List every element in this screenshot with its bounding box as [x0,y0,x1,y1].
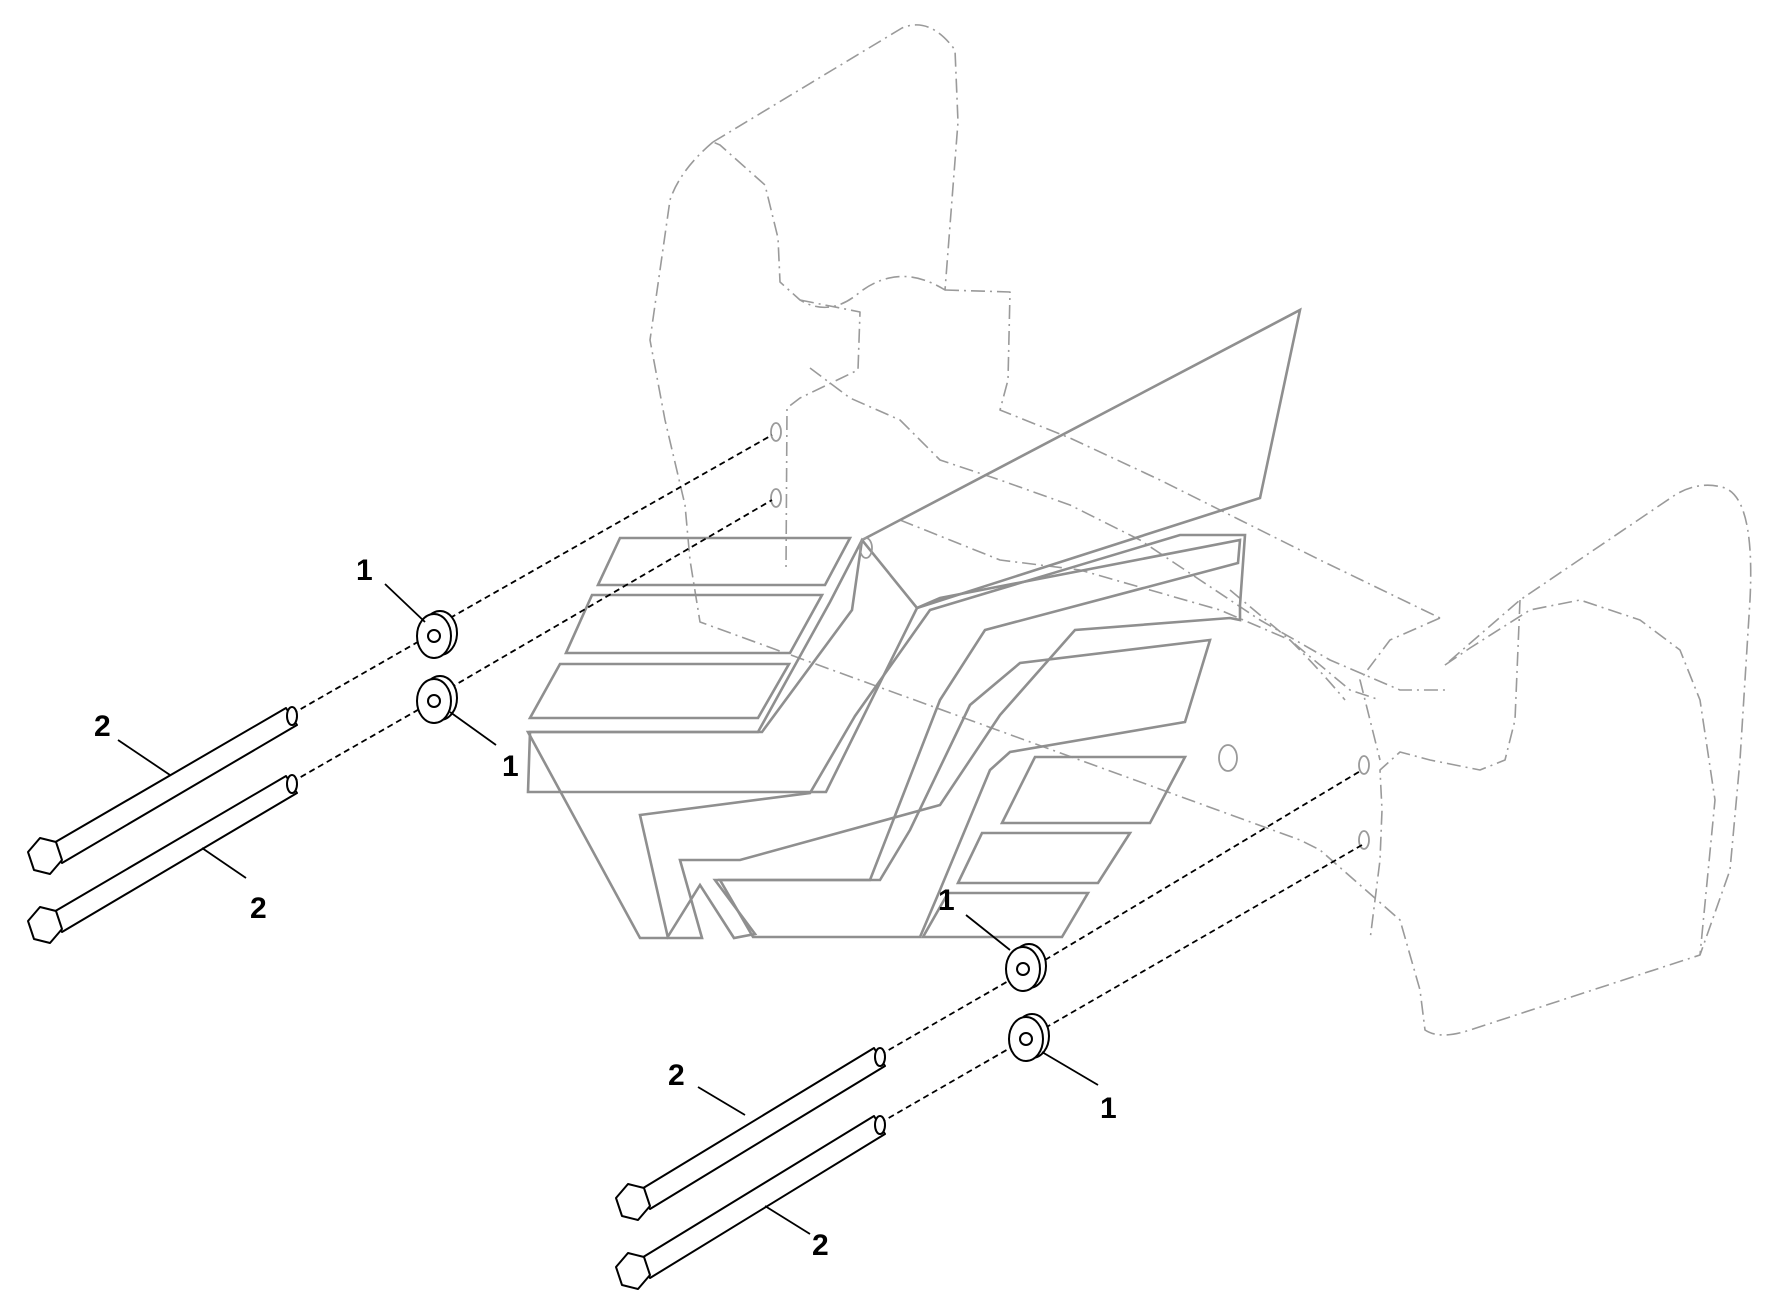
callout-washer-top-right: 1 [938,884,955,917]
washer-top-right[interactable] [1005,943,1047,992]
callout-washer-top-left: 1 [356,554,373,587]
washer-second-right[interactable] [1008,1013,1050,1062]
hole-right-upper [1358,755,1370,775]
chassis-phantom [649,24,1752,1036]
decal-stripes [525,307,1302,940]
hole-right-lower [1358,830,1370,850]
callout-bolt-second-right: 2 [812,1229,829,1262]
washers [416,610,1050,1062]
callout-washer-second-left: 1 [502,750,519,783]
callout-bolt-top-right: 2 [668,1059,685,1092]
hole-top-left-lower [770,488,782,508]
bolt-top-right[interactable] [615,1047,886,1221]
hole-top-left-upper [770,422,782,442]
bolt-second-left[interactable] [27,774,298,944]
callouts: 1 1 2 2 1 1 2 2 [94,554,1117,1262]
washer-second-left[interactable] [416,675,458,724]
callout-washer-second-right: 1 [1100,1092,1117,1125]
mounting-holes [770,422,1370,850]
bolt-second-right[interactable] [615,1115,886,1290]
washer-top-left[interactable] [416,610,458,659]
hole-right-panel [1218,744,1238,772]
callout-bolt-top-left: 2 [94,710,111,743]
callout-bolt-second-left: 2 [250,892,267,925]
bolt-top-left[interactable] [27,706,298,875]
hole-center [859,537,873,559]
leader-lines [117,583,1099,1235]
assembly-axes [291,434,1363,1124]
bolts [27,706,886,1290]
